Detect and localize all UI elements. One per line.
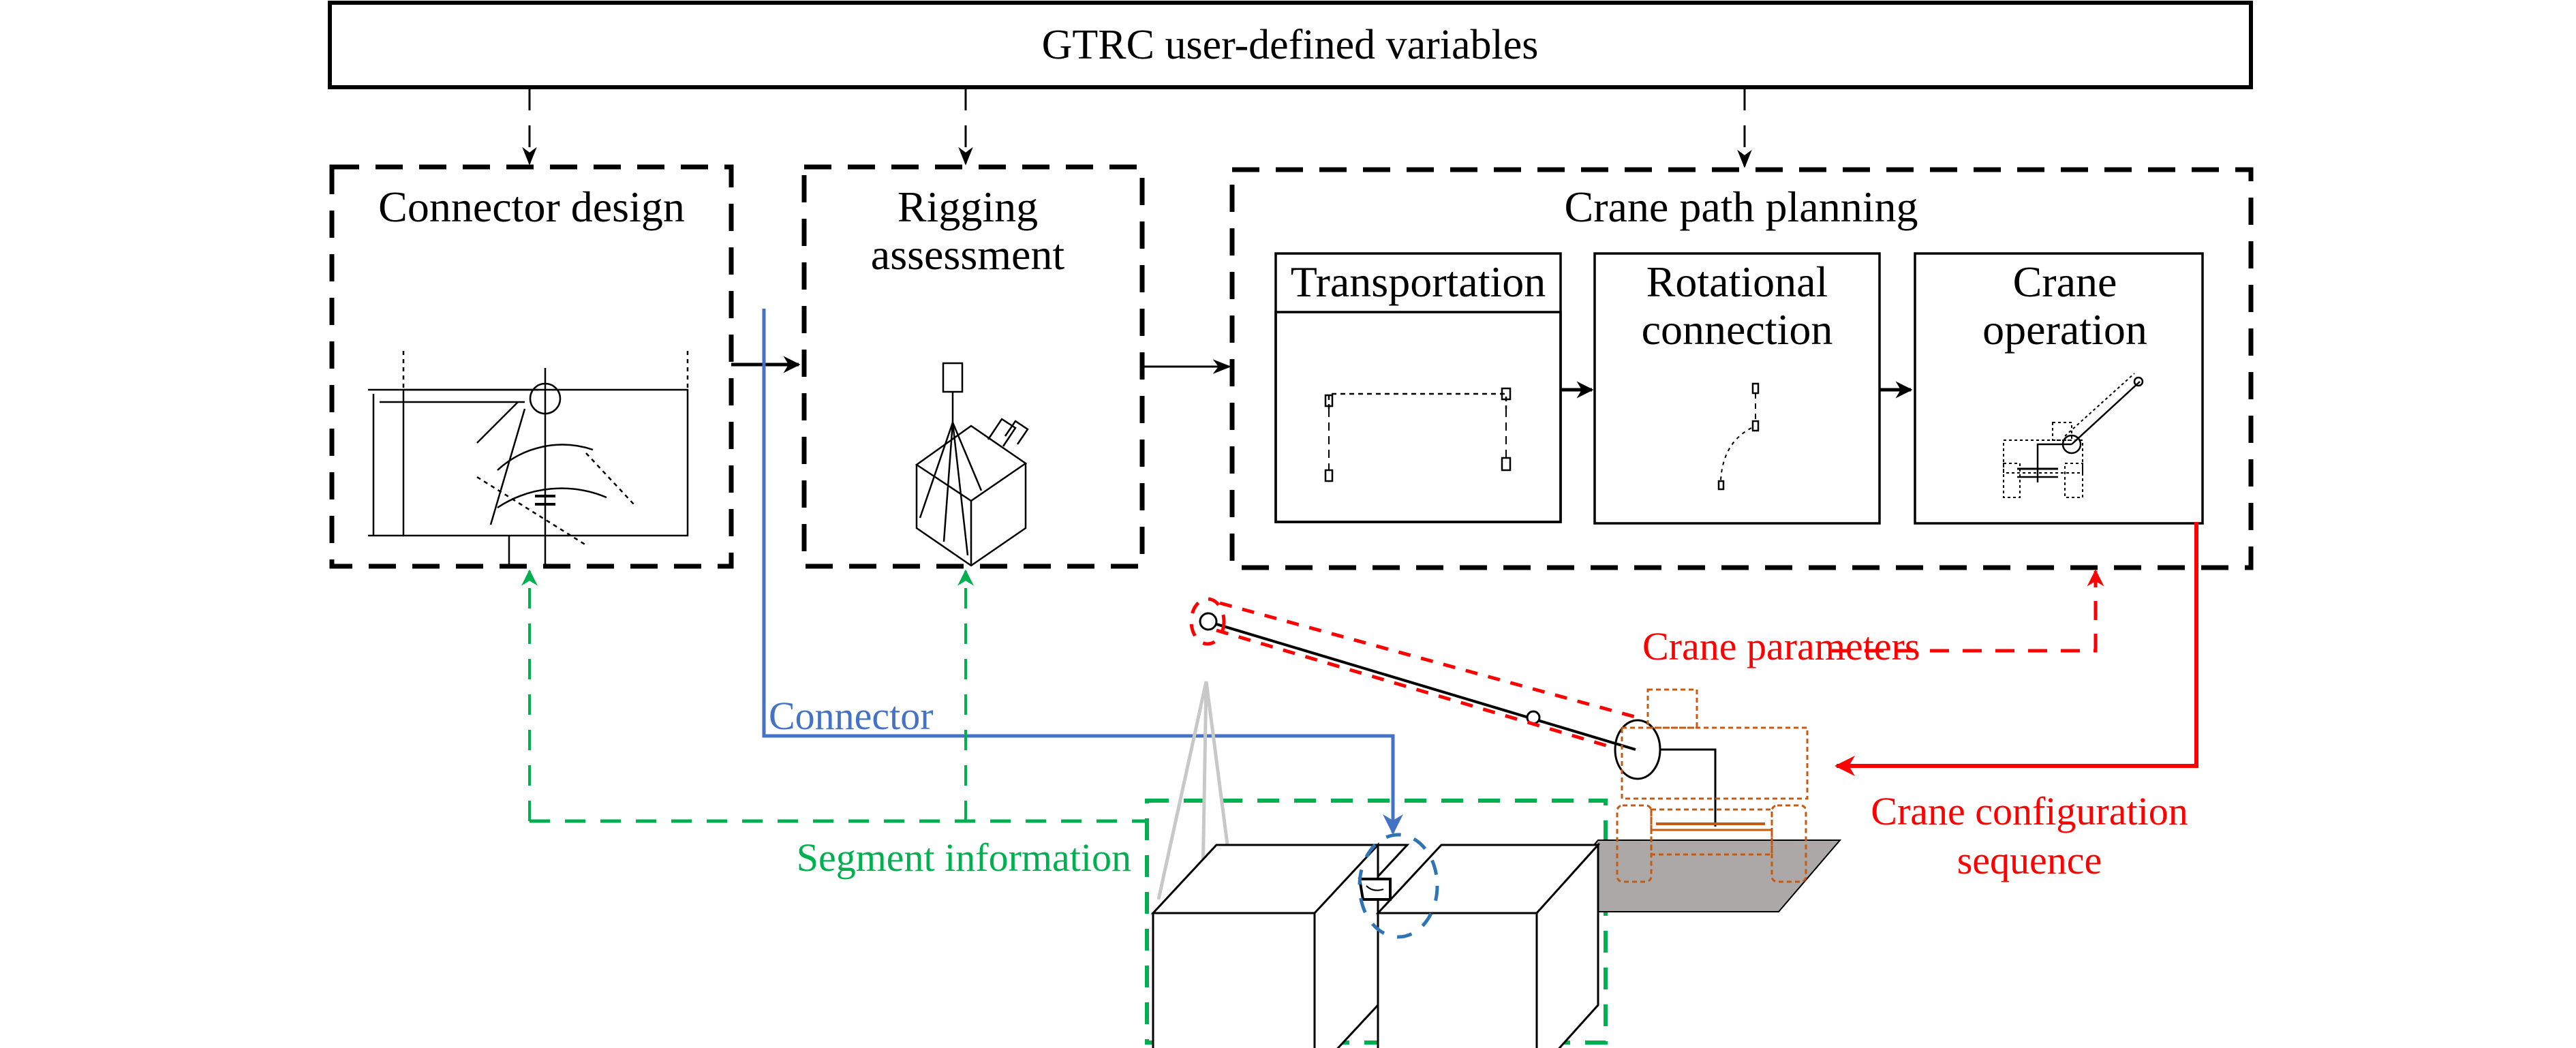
segment-selection-box: [1145, 799, 1608, 1045]
transportation-label: Transportation: [1291, 258, 1546, 306]
crane-configuration-label-line2: sequence: [1957, 838, 2102, 882]
connector-drawing-icon: [368, 351, 689, 566]
rigging-assessment-label-line2: assessment: [871, 230, 1065, 279]
segment-2: [1375, 842, 1601, 1048]
crane-parameters-label: Crane parameters: [1642, 624, 1920, 668]
crane-parameter-outline: [1189, 597, 1643, 748]
transport-path-icon: [1324, 387, 1512, 482]
rigging-cube-icon: [915, 362, 1029, 567]
joint-detail: [1358, 833, 1439, 939]
bridge-segment-scene: [1150, 597, 1842, 1048]
rotational-connection-step: Rotational connection: [1593, 252, 1881, 525]
crane-path-planning-module: Crane path planning Transportation Rotat…: [1229, 167, 2254, 570]
rigging-assessment-label-line1: Rigging: [898, 183, 1038, 231]
connector-design-label: Connector design: [378, 183, 685, 231]
gtrc-variables-title: GTRC user-defined variables: [1042, 22, 1539, 68]
segment-information-feedback: Segment information: [521, 569, 1608, 1045]
crane-operation-label-line1: Crane: [2013, 258, 2117, 306]
rotational-label-line2: connection: [1642, 305, 1833, 354]
crane-operation-step: Crane operation: [1914, 252, 2204, 525]
segment-1: [1150, 842, 1410, 1048]
crane-configuration-label-line1: Crane configuration: [1871, 789, 2188, 833]
crane-configuration-feedback: Crane configuration sequence: [1835, 522, 2198, 882]
crane-parameters-feedback: Crane parameters: [1642, 569, 2104, 668]
gtrc-variables-box: GTRC user-defined variables: [328, 1, 2253, 89]
rigging-assessment-module: Rigging assessment: [801, 164, 1145, 569]
connector-design-module: Connector design: [329, 164, 734, 569]
connector-feedback-line: Connector: [762, 309, 1403, 835]
crane-model: [1189, 597, 1809, 883]
connector-highlight-circle: [1358, 833, 1439, 939]
crane-icon: [2003, 373, 2144, 498]
rotation-path-icon: [1717, 382, 1760, 491]
transportation-frame: [1274, 252, 1562, 523]
segment-information-label: Segment information: [797, 835, 1131, 880]
rotational-label-line1: Rotational: [1646, 258, 1828, 306]
crane-body-outline: [1616, 688, 1809, 883]
crane-operation-label-line2: operation: [1982, 305, 2147, 354]
lifting-cables: [1156, 681, 1232, 900]
connector-feedback-label: Connector: [769, 694, 934, 738]
crane-path-planning-label: Crane path planning: [1565, 183, 1918, 231]
transportation-step: Transportation: [1274, 258, 1562, 523]
